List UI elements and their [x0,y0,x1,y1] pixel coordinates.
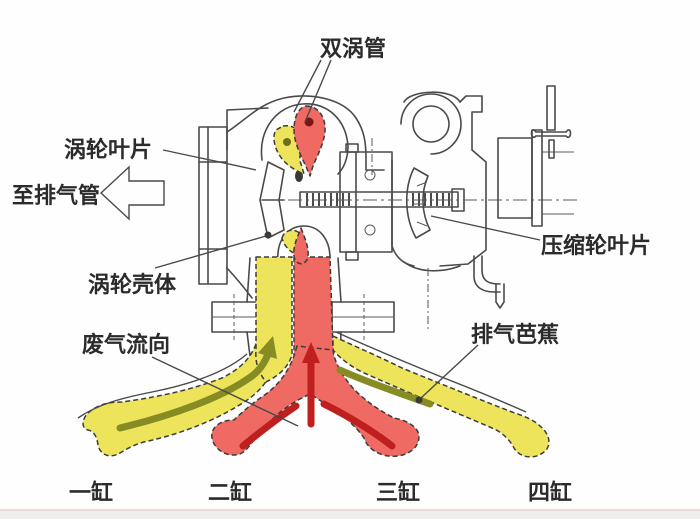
label-compressor-blades: 压缩轮叶片 [541,233,651,259]
scroll-b-teardrop-bottom [293,227,309,265]
compressor-dome [403,91,461,103]
exhaust-outlet-flange [198,126,228,285]
leader-turbine-housing [154,235,267,269]
flow-arrowhead-b [302,342,320,363]
bearing-section-drawing [288,138,580,261]
impeller-blade-1 [416,181,428,187]
scan-artifact-strip [0,512,700,519]
leader-compressor-blades [430,215,541,241]
inlet-housing [497,137,533,219]
compressor-scroll-outer [400,93,462,155]
leader-exhaust-flow [151,356,299,427]
manifold-rim-left [77,353,248,419]
label-cylinder-3: 三缸 [376,480,420,506]
leader-dot-turbine-housing [264,231,272,239]
bearing-bolt-top [345,143,359,153]
twin-scroll-cross-sections [273,105,326,265]
turbine-wheel [259,161,285,239]
scroll-a-port-dot [283,138,291,146]
oil-port-top [364,169,376,181]
oil-port-bottom [364,224,376,236]
flow-arrow-cyl2 [239,402,300,450]
compressor-impeller [405,167,431,239]
turbine-housing-upper-outline [226,95,385,171]
stud-bolt-tip [548,139,555,159]
flow-arrowhead-a [258,336,277,359]
leader-turbine-blades [162,149,257,171]
leader-lines [151,59,541,427]
bearing-bolt-bottom [345,251,359,261]
compressor-housing-bottom [403,261,461,272]
oil-drain-elbow-inner [481,255,501,285]
diagram-labels: 双涡管 涡轮叶片 至排气管 涡轮壳体 压缩轮叶片 废气流向 排气芭蕉 一缸 二缸… [12,36,651,506]
flow-arrow-cyl1 [116,350,272,432]
oil-drain-elbow-outer [473,255,501,293]
manifold-rim-right [335,331,527,413]
turbine-section-drawing [198,95,385,299]
label-cylinder-1: 一缸 [69,480,113,506]
scroll-b-teardrop-top [293,105,326,177]
flow-arrow-cyl3 [320,400,396,450]
compressor-scroll-inner [412,105,450,143]
label-cylinder-4: 四缸 [528,480,572,506]
label-twin-scroll: 双涡管 [320,36,386,62]
stud-bolt [546,85,556,131]
inlet-plate [531,129,543,227]
compressor-housing-left [391,159,415,267]
compressor-housing-right [439,95,487,267]
scroll-lower-arc [277,225,331,263]
leader-twin-scroll-2 [304,59,332,123]
pipe-wall-left [246,257,251,357]
oil-drain-nozzle [495,283,505,309]
scroll-b-port-dot [304,117,314,127]
label-turbine-blades: 涡轮叶片 [64,137,152,163]
label-turbine-housing: 涡轮壳体 [88,272,177,298]
leader-exhaust-manifold [420,344,479,399]
housing-top-bracket [226,107,269,151]
label-to-exhaust-pipe: 至排气管 [12,183,100,209]
scroll-inner-arc [260,103,349,175]
exhaust-direction-arrow-icon [99,165,165,221]
scan-artifact-line [0,509,700,512]
leader-dot-exhaust-manifold [415,396,423,404]
label-exhaust-flow: 废气流向 [82,332,170,358]
leader-twin-scroll-1 [293,59,322,113]
wing-nut [530,129,572,139]
label-exhaust-manifold: 排气芭蕉 [471,322,559,348]
turbine-housing-lower-outline [226,267,253,299]
compressor-section-drawing [391,85,574,330]
impeller-blade-3 [416,221,428,227]
label-cylinder-2: 二缸 [208,480,252,506]
manifold-branch-cyl4 [332,335,550,458]
